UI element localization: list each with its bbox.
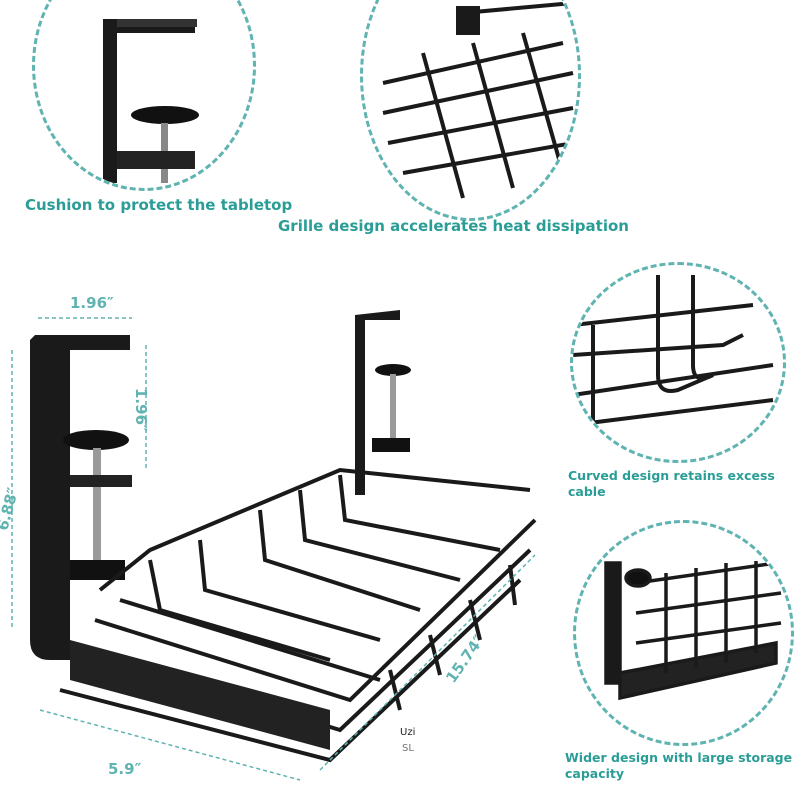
- left-clamp-knob: [63, 430, 129, 450]
- curved-detail-illustration: [573, 275, 774, 445]
- wider-detail-illustration: [604, 561, 782, 701]
- right-clamp: [355, 310, 400, 495]
- clamp-detail-illustration: [103, 19, 199, 183]
- wider-caption: Wider design with large storage capacity: [565, 750, 793, 781]
- clamp-caption: Cushion to protect the tabletop: [25, 196, 293, 214]
- clamp-detail-circle: [32, 0, 256, 191]
- watermark-line2: SL: [402, 743, 414, 754]
- curved-detail-circle: [570, 262, 786, 463]
- clamp-width-label: 1.96″: [70, 294, 114, 312]
- grille-detail-illustration: [382, 1, 574, 199]
- wider-detail-circle: [573, 520, 794, 746]
- curved-caption: Curved design retains excess cable: [568, 468, 775, 499]
- left-clamp: [30, 335, 130, 660]
- wire-tray: [59, 467, 537, 763]
- grille-detail-circle: [360, 0, 581, 221]
- cable-tray-illustration: [11, 310, 537, 781]
- grille-caption: Grille design accelerates heat dissipati…: [278, 217, 629, 235]
- watermark-line1: Uzi: [400, 727, 416, 738]
- clamp-gap-label: 1.96″: [132, 388, 150, 432]
- depth-label: 5.9″: [108, 760, 142, 778]
